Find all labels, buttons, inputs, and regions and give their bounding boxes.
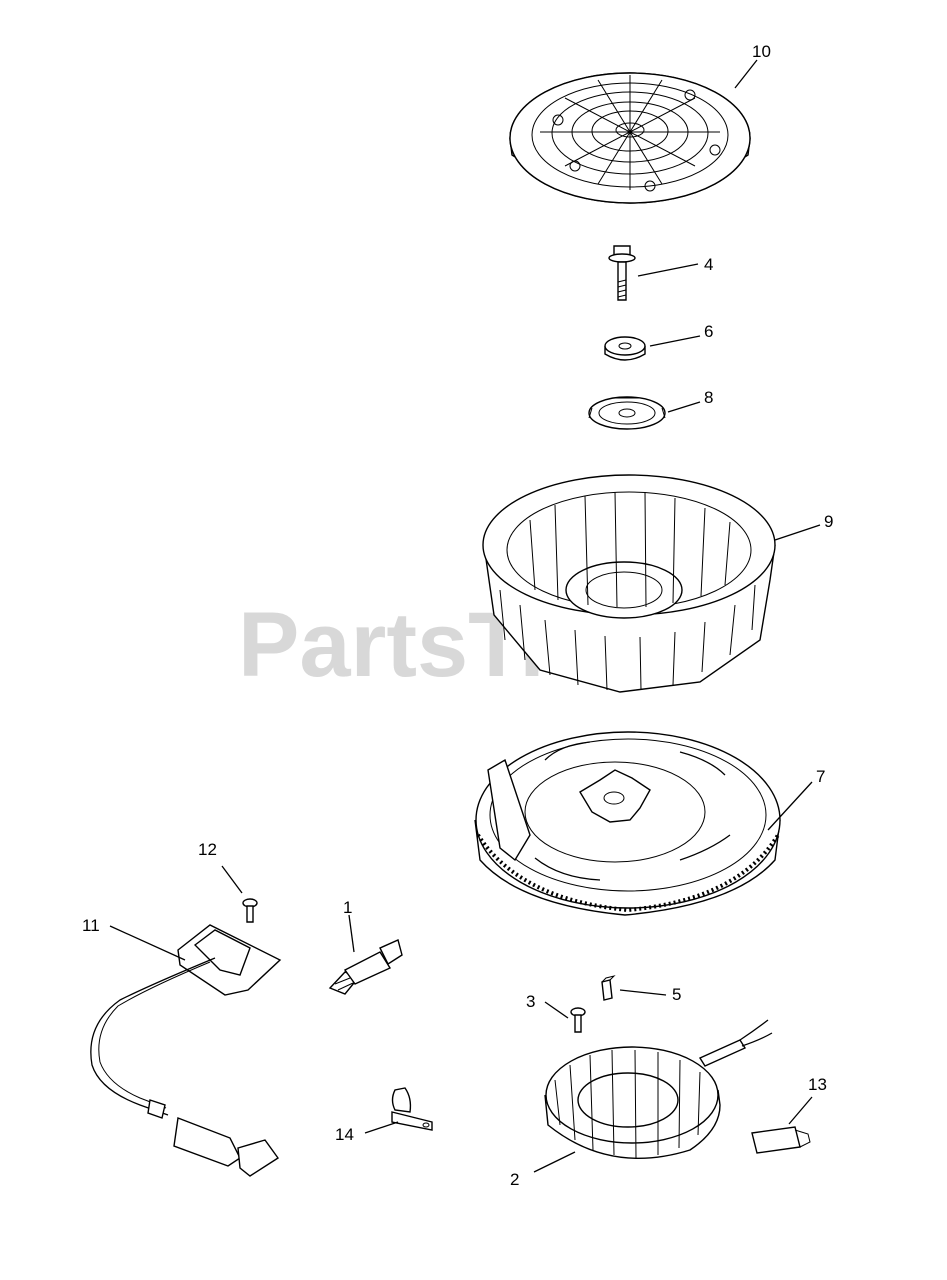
callout-7: 7 <box>816 767 825 786</box>
part-6-washer[interactable] <box>604 336 646 361</box>
part-12-screw[interactable] <box>242 898 258 923</box>
part-13-clip[interactable] <box>751 1126 811 1154</box>
callout-13: 13 <box>808 1075 827 1094</box>
callout-4: 4 <box>704 255 713 274</box>
callout-10: 10 <box>752 42 771 61</box>
part-7-flywheel[interactable] <box>474 731 781 916</box>
callout-8: 8 <box>704 388 713 407</box>
callout-9: 9 <box>824 512 833 531</box>
part-3-screw[interactable] <box>570 1007 586 1033</box>
part-5-key[interactable] <box>601 975 616 1001</box>
part-11-ignition-module[interactable] <box>90 924 282 1177</box>
part-8-plate[interactable] <box>588 396 666 430</box>
callout-1: 1 <box>343 898 352 917</box>
part-1-spark-plug[interactable] <box>328 939 403 995</box>
part-9-fan[interactable] <box>482 474 776 693</box>
callout-5: 5 <box>672 985 681 1004</box>
callout-12: 12 <box>198 840 217 859</box>
part-10-screen[interactable] <box>509 72 751 204</box>
callout-2: 2 <box>510 1170 519 1189</box>
part-4-bolt[interactable] <box>608 245 636 301</box>
callout-14: 14 <box>335 1125 354 1144</box>
part-14-clamp[interactable] <box>391 1087 433 1131</box>
callout-6: 6 <box>704 322 713 341</box>
callout-11: 11 <box>82 916 100 935</box>
callout-3: 3 <box>526 992 535 1011</box>
part-2-stator[interactable] <box>544 1019 773 1159</box>
